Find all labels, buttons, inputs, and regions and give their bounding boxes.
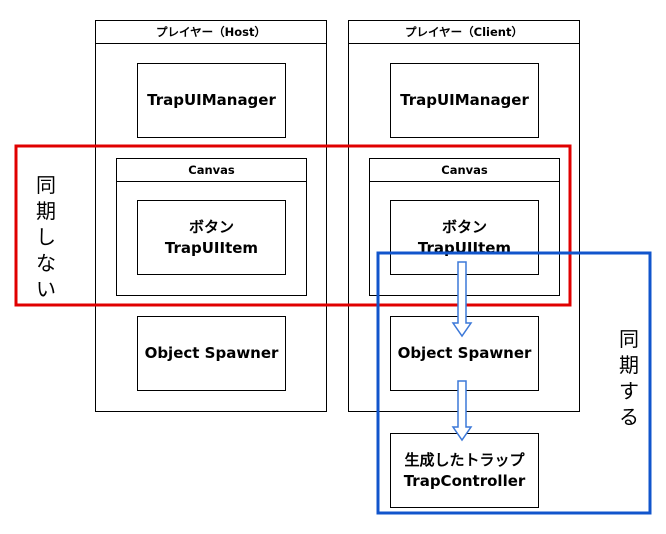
host-object-spawner-box: Object Spawner <box>137 316 286 391</box>
host-button-label: ボタン <box>188 217 234 236</box>
client-trap-ui-manager-box: TrapUIManager <box>390 63 539 138</box>
synced-char: 期 <box>619 353 639 377</box>
synced-label: 同 期 す る <box>615 326 643 430</box>
synced-frame <box>376 251 652 515</box>
arrow-spawner-to-trap <box>451 380 473 442</box>
synced-char: る <box>619 405 639 429</box>
synced-char: 同 <box>619 327 639 351</box>
client-object-spawner-label: Object Spawner <box>397 344 532 362</box>
not-synced-char: し <box>36 225 56 249</box>
client-panel-title: プレイヤー（Client） <box>349 21 579 44</box>
synced-char: す <box>619 379 639 403</box>
not-synced-char: 期 <box>36 199 56 223</box>
not-synced-frame <box>14 144 572 307</box>
host-canvas-title: Canvas <box>117 159 306 182</box>
spawned-trap-label: 生成したトラップ <box>404 450 525 469</box>
host-button-component-label: TrapUIItem <box>164 238 259 257</box>
client-button-label: ボタン <box>441 217 487 236</box>
host-trap-ui-manager-label: TrapUIManager <box>147 91 276 109</box>
not-synced-char: い <box>36 277 56 301</box>
not-synced-char: な <box>36 251 56 275</box>
host-button-box: ボタン TrapUIItem <box>137 200 286 275</box>
client-canvas-title: Canvas <box>370 159 559 182</box>
arrow-button-to-spawner <box>451 261 473 338</box>
host-trap-ui-manager-box: TrapUIManager <box>137 63 286 138</box>
client-button-box: ボタン TrapUIItem <box>390 200 539 275</box>
not-synced-label: 同 期 し な い <box>32 172 60 302</box>
client-trap-ui-manager-label: TrapUIManager <box>400 91 529 109</box>
host-object-spawner-label: Object Spawner <box>144 344 279 362</box>
spawned-trap-box: 生成したトラップ TrapController <box>390 433 539 508</box>
trap-controller-label: TrapController <box>403 471 526 490</box>
not-synced-char: 同 <box>36 173 56 197</box>
host-panel-title: プレイヤー（Host） <box>96 21 326 44</box>
